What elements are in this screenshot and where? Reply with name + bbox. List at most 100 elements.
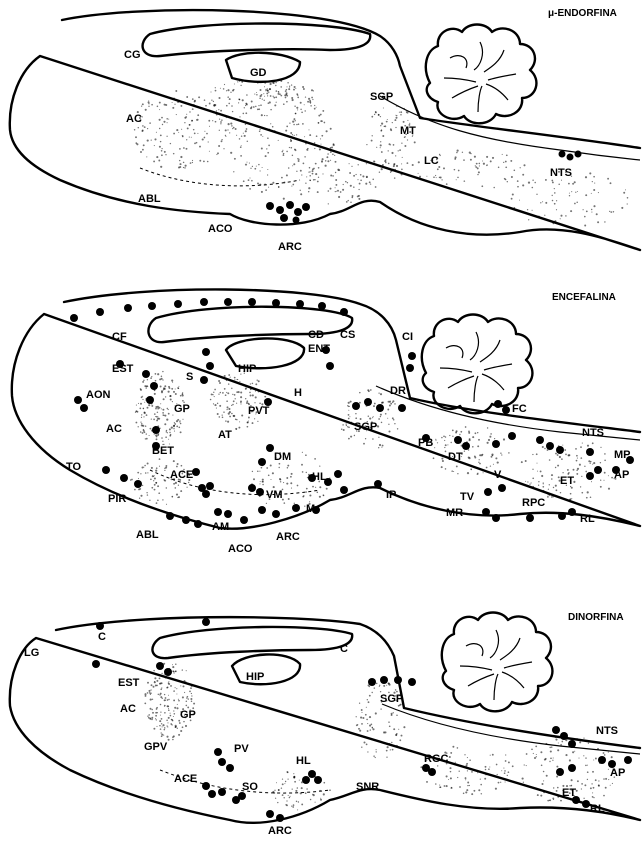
label-hip3: HIP — [246, 671, 264, 683]
label-gp3: GP — [180, 709, 196, 721]
stipple-dot — [380, 144, 382, 146]
stipple-dot — [146, 414, 148, 416]
stipple-dot — [245, 130, 247, 132]
stipple-dot — [456, 179, 457, 180]
stipple-dot — [361, 709, 363, 711]
cell-dot — [408, 352, 416, 360]
stipple-dot — [260, 134, 262, 136]
stipple-dot — [574, 181, 576, 183]
stipple-dot — [459, 786, 461, 788]
stipple-dot — [168, 699, 169, 700]
stipple-dot — [172, 666, 174, 668]
stipple-dot — [267, 169, 268, 170]
stipple-dot — [262, 136, 263, 137]
cell-dot — [276, 814, 284, 822]
stipple-dot — [158, 418, 160, 420]
stipple-dot — [186, 670, 187, 671]
stipple-dot — [361, 712, 362, 713]
stipple-dot — [504, 770, 506, 772]
stipple-dot — [578, 758, 579, 759]
stipple-dot — [146, 433, 147, 434]
stipple-dot — [166, 736, 168, 738]
cell-dot — [484, 488, 492, 496]
stipple-dot — [184, 167, 186, 169]
stipple-dot — [262, 98, 263, 99]
stipple-dot — [482, 161, 483, 162]
stipple-dot — [138, 127, 139, 128]
stipple-dot — [319, 790, 320, 791]
cell-dot — [308, 770, 316, 778]
stipple-dot — [497, 462, 499, 464]
stipple-dot — [188, 482, 189, 483]
stipple-dot — [532, 477, 534, 479]
stipple-dot — [581, 788, 582, 789]
stipple-dot — [591, 783, 592, 784]
stipple-dot — [296, 801, 297, 802]
stipple-dot — [450, 442, 451, 443]
stipple-dot — [326, 156, 328, 158]
stipple-dot — [496, 764, 498, 766]
stipple-dot — [477, 432, 478, 433]
stipple-dot — [193, 703, 195, 705]
stipple-dot — [229, 416, 231, 418]
stipple-dot — [175, 388, 176, 389]
stipple-dot — [337, 190, 339, 192]
stipple-dot — [235, 128, 237, 130]
stipple-dot — [162, 124, 163, 125]
stipple-dot — [174, 425, 175, 426]
stipple-dot — [312, 170, 314, 172]
stipple-dot — [155, 715, 157, 717]
panel-enkephalin: ENCEFALINA CF CD ENT CS CI EST S HIP H A… — [12, 289, 640, 555]
stipple-dot — [139, 408, 141, 410]
stipple-dot — [387, 409, 389, 411]
stipple-dot — [549, 761, 550, 762]
stipple-dot — [180, 730, 182, 732]
stipple-dot — [156, 156, 158, 158]
stipple-dot — [220, 123, 221, 124]
label-ace: ACE — [170, 469, 193, 481]
stipple-dot — [441, 466, 443, 468]
stipple-dot — [592, 442, 594, 444]
stipple-dot — [304, 136, 305, 137]
stipple-dot — [386, 685, 387, 686]
stipple-dot — [282, 794, 284, 796]
stipple-dot — [155, 380, 157, 382]
stipple-dot — [587, 445, 589, 447]
stipple-dot — [598, 780, 599, 781]
stipple-dot — [528, 182, 530, 184]
stipple-dot — [465, 779, 466, 780]
stipple-dot — [548, 793, 549, 794]
stipple-dot — [241, 81, 243, 83]
stipple-dot — [573, 469, 575, 471]
stipple-dot — [529, 484, 530, 485]
stipple-dot — [485, 766, 487, 768]
stipple-dot — [134, 129, 136, 131]
stipple-dot — [237, 119, 239, 121]
stipple-dot — [302, 123, 304, 125]
stipple-dot — [522, 778, 524, 780]
stipple-dot — [610, 211, 612, 213]
stipple-dot — [501, 454, 502, 455]
stipple-dot — [485, 769, 487, 771]
stipple-dot — [159, 677, 161, 679]
stipple-dot — [426, 176, 427, 177]
stipple-dot — [320, 114, 322, 116]
stipple-dot — [173, 735, 175, 737]
stipple-dot — [292, 134, 293, 135]
stipple-dot — [184, 117, 186, 119]
stipple-dot — [362, 717, 364, 719]
stipple-dot — [168, 391, 170, 393]
stipple-dot — [139, 498, 140, 499]
stipple-dot — [258, 391, 260, 393]
stipple-dot — [163, 121, 165, 123]
stipple-dot — [293, 804, 295, 806]
stipple-dot — [204, 99, 206, 101]
stipple-dot — [161, 154, 163, 156]
cell-dot — [272, 510, 280, 518]
stipple-dot — [247, 421, 249, 423]
stipple-dot — [289, 147, 290, 148]
stipple-dot — [348, 414, 350, 416]
stipple-dot — [156, 436, 158, 438]
stipple-dot — [156, 680, 158, 682]
stipple-dot — [613, 211, 615, 213]
